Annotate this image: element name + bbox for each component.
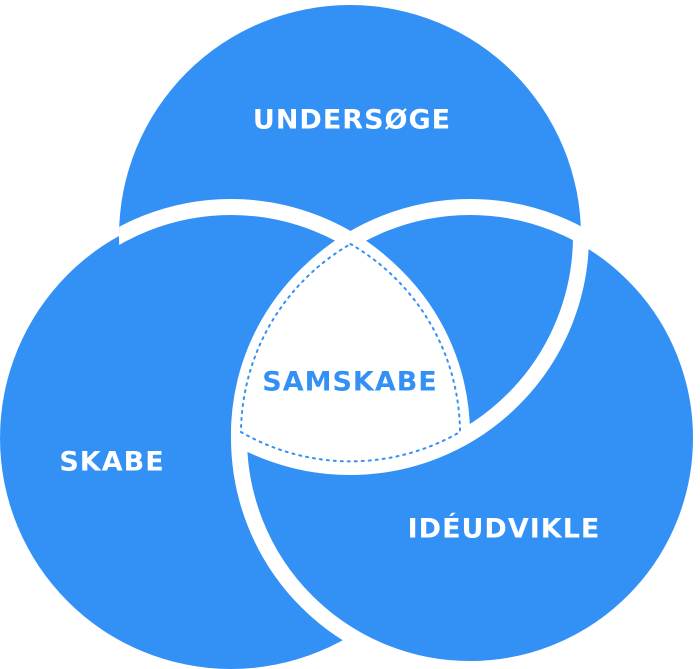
label-undersoege: UNDERSØGE	[253, 105, 451, 136]
center-dotted-outline	[239, 242, 462, 463]
label-skabe: SKABE	[59, 447, 164, 478]
center-region	[230, 232, 471, 474]
label-ideudvikle: IDÉUDVIKLE	[408, 513, 601, 545]
label-samskabe: SAMSKABE	[262, 367, 438, 398]
